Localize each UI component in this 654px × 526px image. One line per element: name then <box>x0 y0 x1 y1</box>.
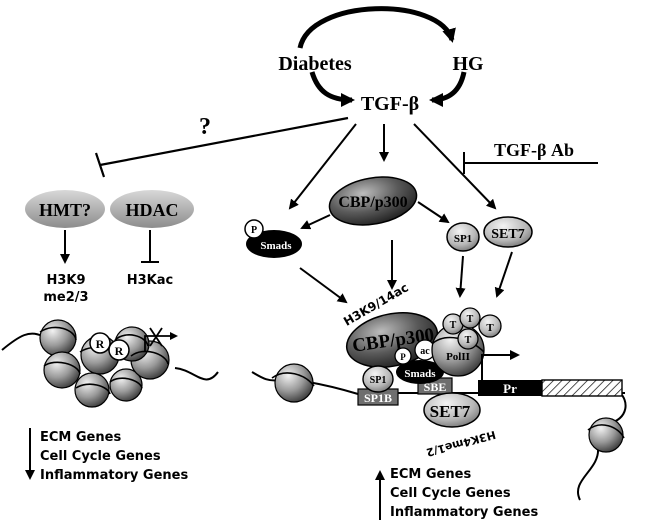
tgf-inhibition-line <box>99 116 349 167</box>
h3kac-label: H3Kac <box>127 273 173 288</box>
arrow-tgf-to-smads <box>288 123 357 210</box>
hdac-node <box>110 190 194 228</box>
complex-set7-label: SET7 <box>430 402 471 421</box>
t-label-1: T <box>450 320 457 331</box>
right-cell-cycle-genes: Cell Cycle Genes <box>390 486 511 501</box>
tss-arrow <box>481 350 520 380</box>
smads-phospho-node <box>244 219 264 239</box>
cbp-p300-label: CBP/p300 <box>338 194 407 211</box>
arrow-diabetes-to-hg <box>297 6 456 49</box>
right-nucleosome-left <box>271 363 315 403</box>
left-blocked-tss-icon <box>144 327 178 352</box>
arrow-cbp-to-smads <box>300 214 331 230</box>
tgf-beta-ab-label: TGF-β Ab <box>494 140 574 160</box>
hg-label: HG <box>452 53 484 75</box>
left-cell-cycle-genes: Cell Cycle Genes <box>40 449 161 464</box>
pr-label: Pr <box>503 381 517 396</box>
diabetes-label: Diabetes <box>278 53 352 75</box>
complex-smads-node <box>396 360 444 384</box>
complex-smads-label: Smads <box>404 368 436 380</box>
complex-sp1-label: SP1 <box>370 375 387 386</box>
me23-label: me2/3 <box>43 290 88 305</box>
hmt-node <box>25 190 105 228</box>
arrow-smads-to-complex <box>299 267 348 304</box>
right-ecm-genes: ECM Genes <box>390 467 471 482</box>
arrow-tgf-to-set7 <box>413 123 497 210</box>
smads-node <box>246 230 302 258</box>
sbe-label: SBE <box>424 380 447 394</box>
left-inflammatory-genes: Inflammatory Genes <box>40 468 188 483</box>
left-r2-label: R <box>115 344 124 358</box>
set7-node <box>483 216 533 248</box>
h3k4me12-label: H3K4me1/2 <box>425 428 497 459</box>
gene-body-hatched <box>541 379 623 397</box>
polii-label: PolII <box>446 351 470 363</box>
right-nucleosome-right <box>587 417 625 453</box>
t-node-3 <box>478 314 502 338</box>
arrow-set7-to-complex <box>494 251 513 298</box>
left-r1-node <box>89 332 111 354</box>
hdac-label: HDAC <box>126 200 179 220</box>
left-dna-strand <box>1 332 219 381</box>
left-nucleosome-cluster <box>39 319 170 408</box>
arrow-hg-to-tgf <box>429 71 467 107</box>
set7-label: SET7 <box>491 227 524 242</box>
left-r2-node <box>108 339 130 361</box>
arrow-cbp-to-sp1 <box>417 201 450 224</box>
complex-cbp-p300-node <box>345 312 439 368</box>
pr-box <box>478 380 542 396</box>
complex-set7-node <box>423 392 481 428</box>
complex-sp1-node <box>362 365 394 393</box>
cbp-p300-node <box>328 176 418 226</box>
hmt-label: HMT? <box>39 200 91 220</box>
left-r1-label: R <box>96 337 105 351</box>
tgf-beta-label: TGF-β <box>361 93 419 115</box>
sp1-label: SP1 <box>454 233 472 245</box>
left-ecm-genes: ECM Genes <box>40 430 121 445</box>
smads-phospho-label: P <box>251 225 257 236</box>
complex-p-label: P <box>400 352 406 362</box>
sp1-node <box>446 222 480 252</box>
t-node-4 <box>457 328 479 350</box>
tgf-inhibition-bar <box>94 152 106 178</box>
t-label-3: T <box>486 322 494 334</box>
arrow-diabetes-to-tgf <box>309 71 355 107</box>
complex-p-node <box>394 347 412 365</box>
arrow-sp1-to-complex <box>455 255 466 298</box>
t-label-4: T <box>465 335 472 346</box>
smads-label: Smads <box>260 240 292 252</box>
right-inflammatory-genes: Inflammatory Genes <box>390 505 538 520</box>
complex-ac-label: ac <box>420 346 430 357</box>
right-dna-strand <box>251 371 627 501</box>
t-node-2 <box>459 307 481 329</box>
t-label-2: T <box>467 314 474 325</box>
sp1b-label: SP1B <box>364 391 392 405</box>
h3k9-label: H3K9 <box>46 273 85 288</box>
question-mark: ? <box>199 114 211 140</box>
